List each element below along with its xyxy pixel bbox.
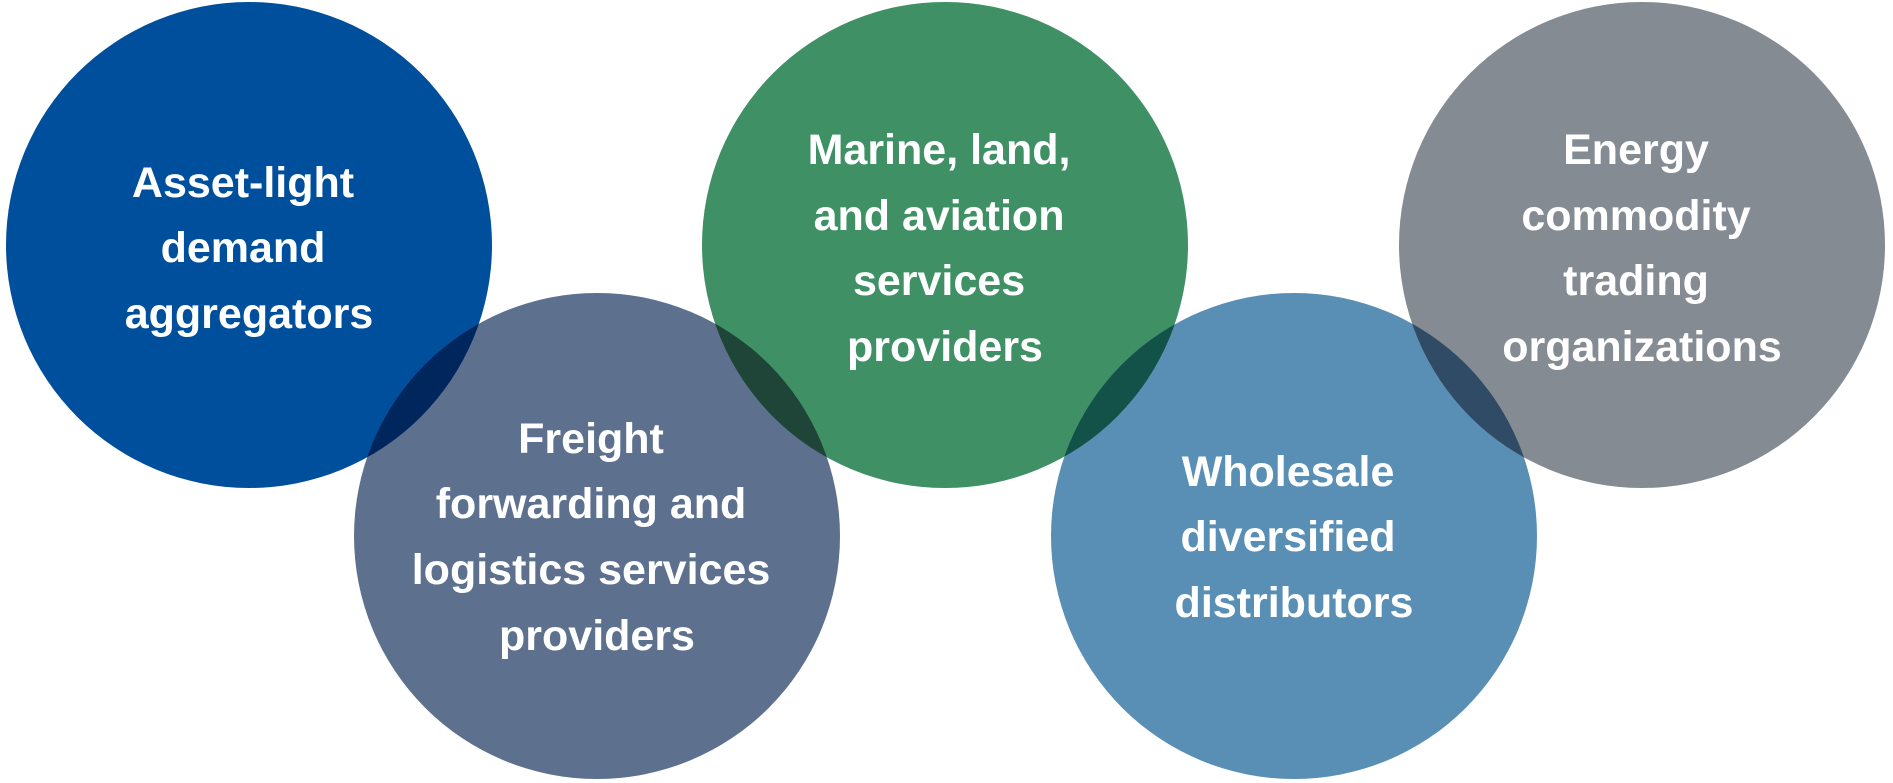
label-line: commodity xyxy=(1521,192,1750,240)
label-line: forwarding and xyxy=(436,480,747,528)
label-line: Wholesale xyxy=(1182,448,1395,496)
label-line: demand xyxy=(161,224,326,272)
circle-wholesale-distributors xyxy=(1051,293,1537,779)
label-line: organizations xyxy=(1502,323,1782,371)
label-line: and aviation xyxy=(814,192,1065,240)
label-line: aggregators xyxy=(125,290,374,338)
label-line: providers xyxy=(847,323,1043,371)
label-line: providers xyxy=(499,612,695,660)
label-line: Energy xyxy=(1563,126,1709,174)
circle-asset-light xyxy=(6,2,492,488)
label-line: Marine, land, xyxy=(808,126,1071,174)
label-line: logistics services xyxy=(412,546,771,594)
label-line: Freight xyxy=(518,415,664,463)
circle-energy-trading xyxy=(1399,2,1885,488)
label-asset-light: Asset-light demand aggregators xyxy=(125,159,374,338)
label-line: trading xyxy=(1563,257,1709,305)
label-line: distributors xyxy=(1175,579,1414,627)
label-line: services xyxy=(853,257,1025,305)
label-freight-forwarding: Freight forwarding and logistics service… xyxy=(412,415,783,660)
circle-freight-forwarding xyxy=(354,293,840,779)
label-wholesale-distributors: Wholesale diversified distributors xyxy=(1175,448,1414,627)
label-energy-trading: Energy commodity trading organizations xyxy=(1502,126,1782,371)
label-line: diversified xyxy=(1180,513,1395,561)
circle-marine-land-aviation xyxy=(702,2,1188,488)
label-line: Asset-light xyxy=(132,159,354,207)
label-marine-land-aviation: Marine, land, and aviation services prov… xyxy=(808,126,1083,371)
